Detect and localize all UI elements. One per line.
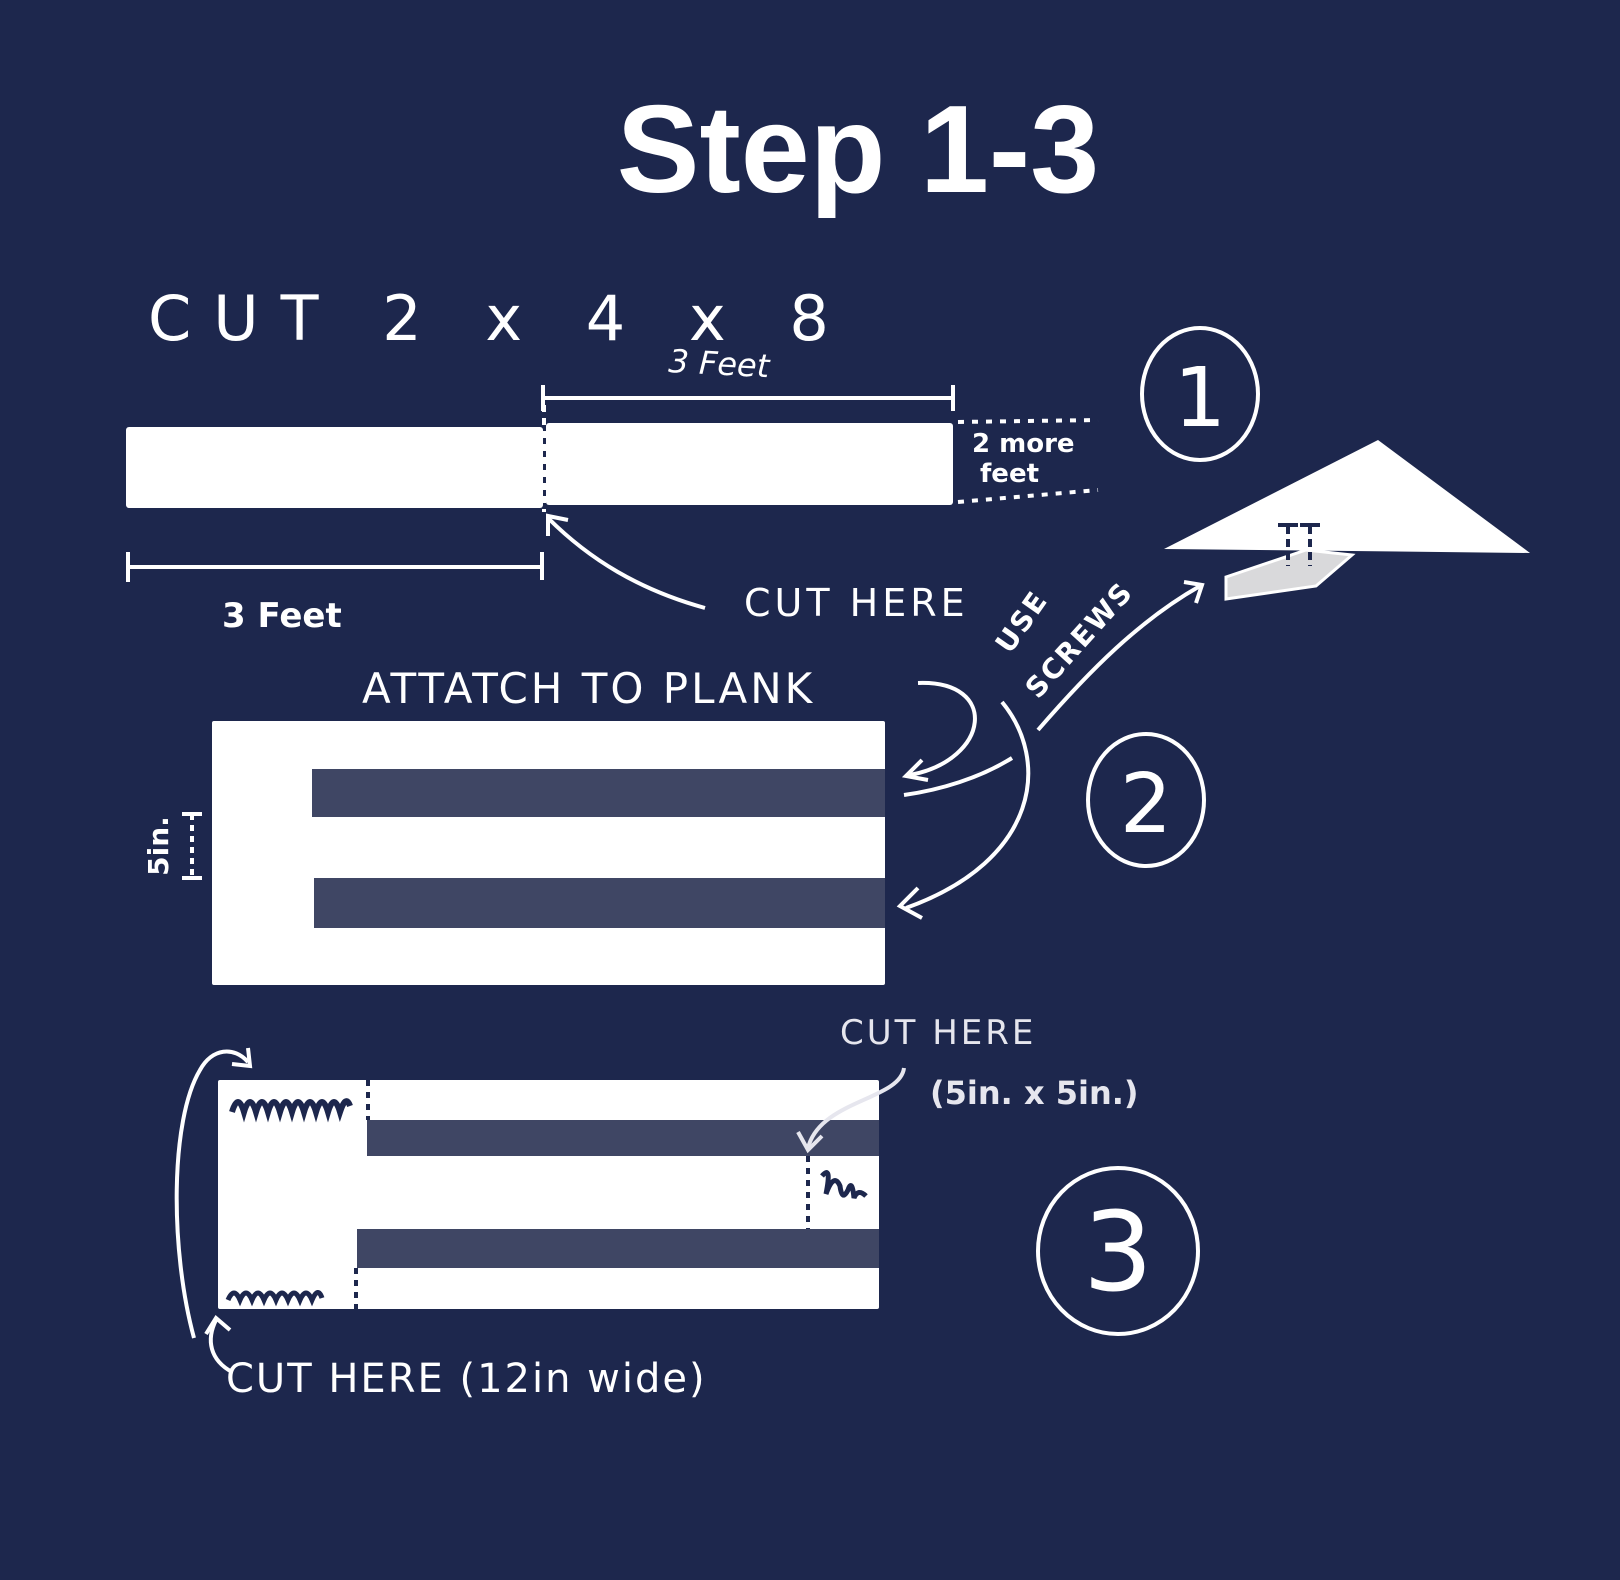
step-number-2: 2 xyxy=(1120,757,1172,852)
leftover-label-line2: feet xyxy=(980,459,1039,489)
gap-dimension xyxy=(182,812,202,880)
cut-wide-arrowhead-lower xyxy=(204,1314,232,1336)
board-piece-bottom-step3 xyxy=(357,1229,879,1268)
screws-label-line1: USE xyxy=(989,584,1055,659)
gap-label: 5in. xyxy=(142,816,175,876)
cut-corner-label-line1: CUT HERE xyxy=(840,1013,1036,1053)
step-number-3-circle xyxy=(1036,1166,1200,1336)
leftover-outline xyxy=(957,418,1099,504)
plank xyxy=(212,721,885,985)
board-piece-top-step3 xyxy=(367,1120,879,1156)
cut-corner-label-line2: (5in. x 5in.) xyxy=(930,1074,1139,1112)
cut-wide-bracket-arrow xyxy=(174,1049,250,1339)
cut-wide-label: CUT HERE (12in wide) xyxy=(226,1356,707,1402)
step-number-3: 3 xyxy=(1083,1188,1153,1316)
cut-corner-arrow xyxy=(806,1067,906,1149)
dimension-line-bottom xyxy=(126,552,544,582)
cut-corner-arrowhead xyxy=(796,1131,824,1154)
step-number-2-circle xyxy=(1086,732,1206,868)
step1-dim-top-label: 3 Feet xyxy=(668,342,772,385)
cut-wide-arrow-lower xyxy=(208,1319,234,1374)
cut-lines-step3 xyxy=(354,1080,810,1309)
attach-arrow-bottom xyxy=(905,700,1031,910)
board-left-piece xyxy=(126,427,543,508)
attach-arrow-top xyxy=(909,680,977,777)
step-number-1: 1 xyxy=(1174,351,1226,446)
waste-scribble-top xyxy=(229,1098,353,1123)
waste-scribble-bottom xyxy=(225,1290,325,1307)
leftover-label-line1: 2 more xyxy=(972,429,1075,459)
block-detail xyxy=(1224,548,1356,601)
cut-wide-arrowhead-top xyxy=(231,1047,253,1069)
plank-detail-triangle xyxy=(1164,440,1530,553)
screw-detail-screws xyxy=(1278,523,1320,566)
step-3: CUT HERE (5in. x 5in.) CUT HERE (12in wi… xyxy=(174,1013,1200,1402)
dimension-line-top xyxy=(541,385,955,411)
attach-arrowhead-top xyxy=(901,758,929,782)
screws-arrowhead xyxy=(1183,580,1205,604)
step-number-1-circle xyxy=(1140,326,1260,462)
step1-cut-label: CUT HERE xyxy=(744,581,969,625)
attach-arrow-mid xyxy=(903,756,1014,797)
attach-arrowhead-bottom xyxy=(896,886,923,920)
board-right-piece xyxy=(546,423,953,505)
step1-dim-bottom-label: 3 Feet xyxy=(222,596,342,636)
screws-arrow xyxy=(1036,584,1201,732)
waste-scribble-corner xyxy=(820,1170,868,1200)
page-title: Step 1-3 xyxy=(617,81,1099,219)
board-piece-top xyxy=(312,769,885,817)
cut-here-arrowhead xyxy=(546,513,569,536)
step1-heading: CUT 2 x 4 x 8 xyxy=(148,282,851,355)
board-piece-bottom xyxy=(314,878,885,928)
attach-label: ATTATCH TO PLANK xyxy=(362,664,815,713)
cut-here-arrow xyxy=(546,516,706,610)
step-1: CUT 2 x 4 x 8 3 Feet 2 more feet 3 Feet xyxy=(126,282,1260,636)
step-2: ATTATCH TO PLANK 5in. USE SCREWS xyxy=(142,440,1530,985)
